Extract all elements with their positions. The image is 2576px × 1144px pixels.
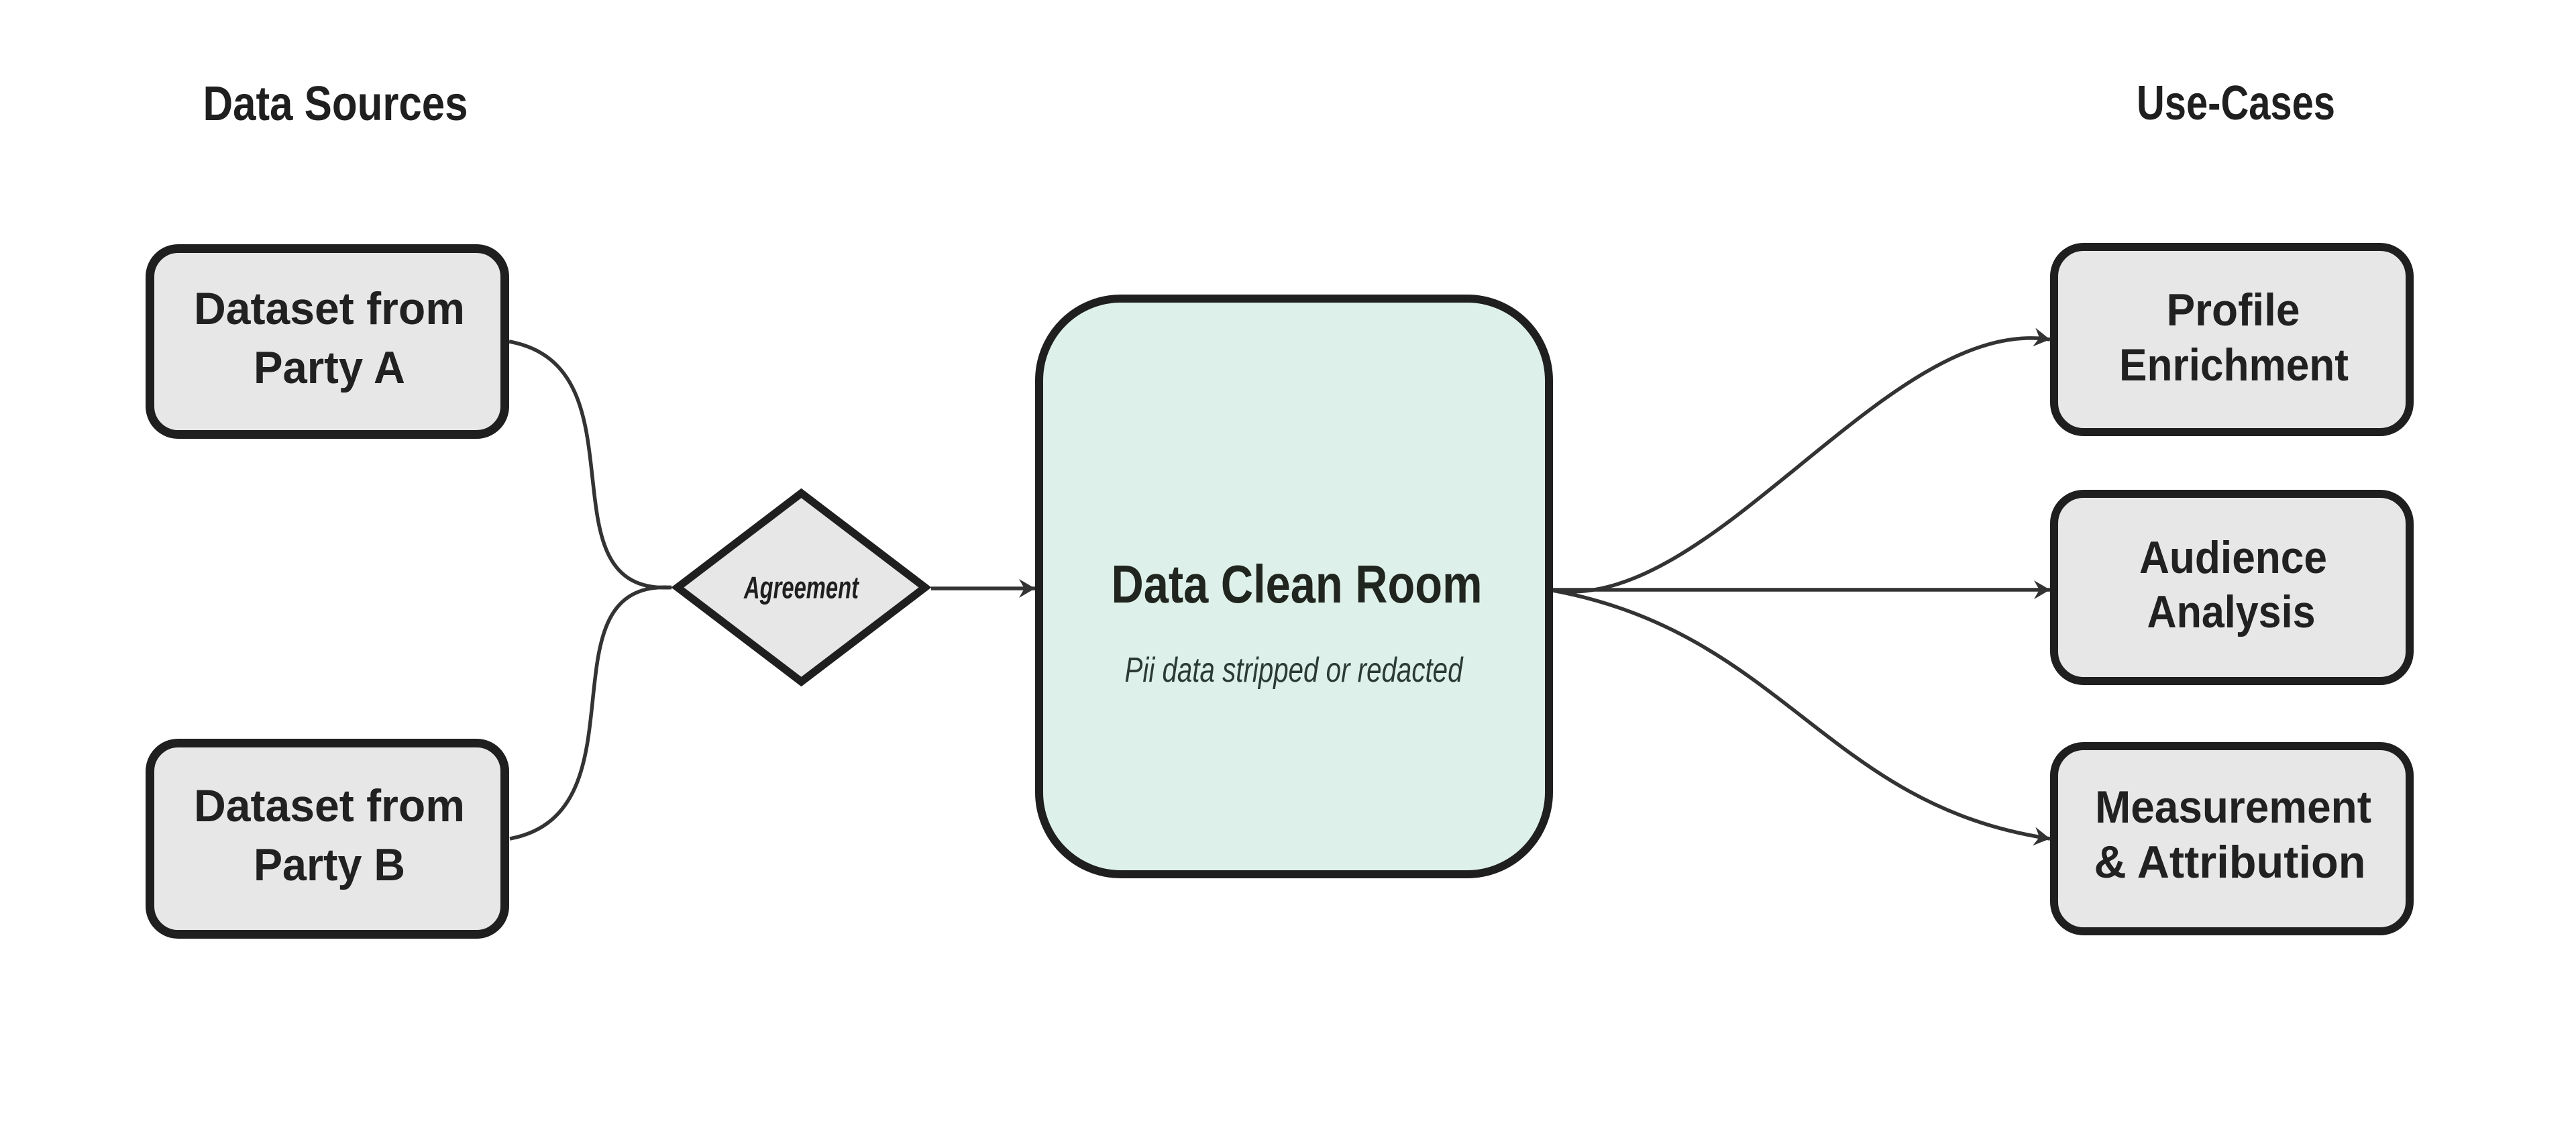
svg-text:Party B: Party B — [254, 839, 405, 890]
svg-text:Profile: Profile — [2167, 284, 2300, 335]
svg-text:Dataset from: Dataset from — [194, 283, 465, 334]
svg-text:Analysis: Analysis — [2147, 586, 2316, 637]
svg-text:Use-Cases: Use-Cases — [2137, 76, 2335, 130]
svg-text:Dataset from: Dataset from — [194, 780, 465, 831]
svg-text:Data Clean Room: Data Clean Room — [1112, 554, 1483, 614]
svg-text:Data Sources: Data Sources — [203, 77, 468, 131]
svg-text:& Attribution: & Attribution — [2094, 837, 2366, 888]
svg-text:Pii data stripped or redacted: Pii data stripped or redacted — [1125, 651, 1464, 690]
svg-text:Party A: Party A — [254, 342, 405, 393]
svg-text:Audience: Audience — [2139, 532, 2327, 583]
svg-text:Measurement: Measurement — [2095, 782, 2371, 833]
svg-text:Agreement: Agreement — [743, 570, 859, 605]
svg-text:Enrichment: Enrichment — [2119, 340, 2349, 391]
